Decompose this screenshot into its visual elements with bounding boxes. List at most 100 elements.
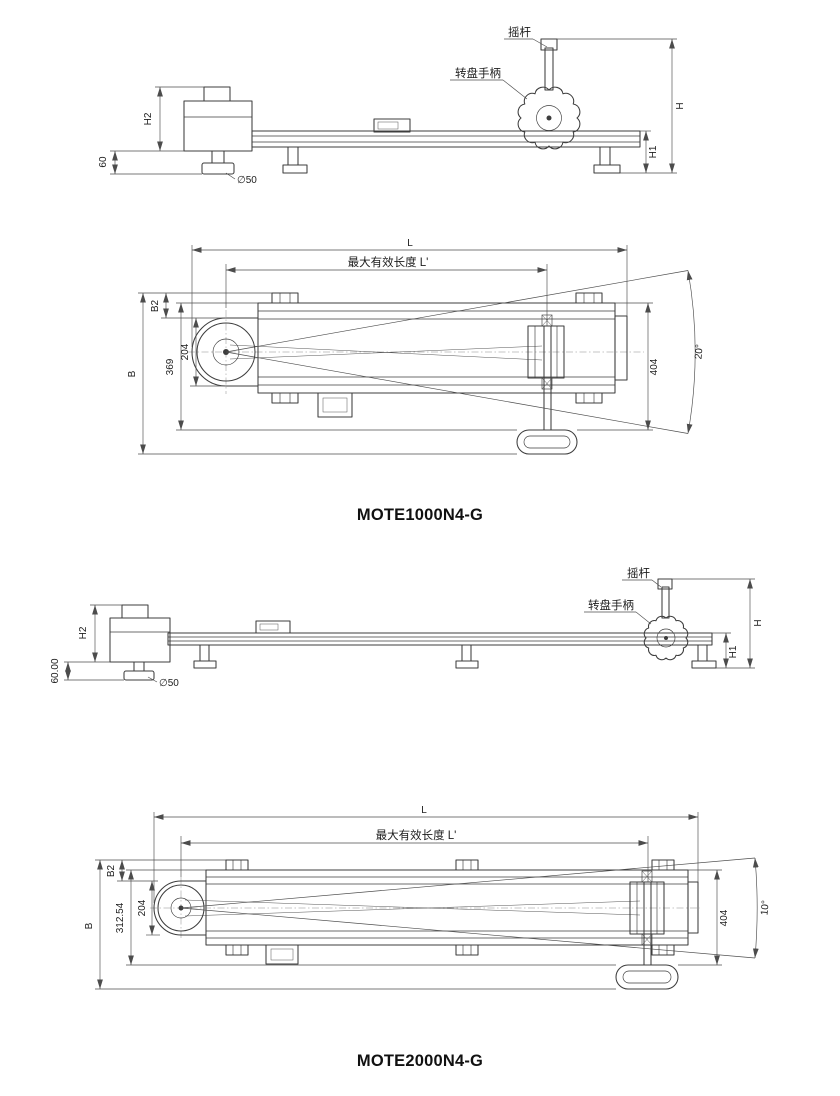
dim-label-312: 312.54 bbox=[115, 902, 126, 933]
dial-handle-label: 转盘手柄 bbox=[455, 66, 501, 80]
display-unit-side bbox=[373, 118, 411, 133]
dimension-h: H bbox=[557, 38, 686, 174]
dimension-369: 369 bbox=[165, 302, 517, 431]
dimension-l: L bbox=[153, 805, 699, 903]
dimension-l-prime: 最大有效长度 L' bbox=[180, 828, 649, 882]
dim-label-h1: H1 bbox=[648, 145, 659, 158]
dimension-h1: H1 bbox=[712, 632, 739, 668]
dim-label-204: 204 bbox=[137, 899, 148, 916]
dim-label-l: L bbox=[407, 238, 413, 249]
dimension-h2: H2 bbox=[64, 604, 122, 663]
belt-lines bbox=[184, 899, 641, 917]
dimension-h2: H2 bbox=[110, 86, 204, 152]
dimension-b2: B2 bbox=[150, 293, 226, 319]
mount-bracket-top-left bbox=[271, 292, 299, 304]
swing-arm bbox=[516, 325, 578, 455]
rocker-label: 摇杆 bbox=[508, 25, 531, 39]
display-unit-top bbox=[265, 944, 299, 965]
dim-label-b2: B2 bbox=[150, 299, 161, 312]
dim-label-60: 60 bbox=[98, 156, 109, 168]
dim-label-h: H bbox=[753, 619, 764, 626]
dimension-404: 404 bbox=[678, 869, 730, 966]
mount-bracket-top-right bbox=[651, 859, 675, 871]
dim-label-dia50: ∅50 bbox=[159, 678, 179, 689]
pulley-housing bbox=[153, 880, 206, 936]
display-unit-top bbox=[317, 392, 353, 418]
mount-bracket-top-middle bbox=[455, 859, 479, 871]
dim-label-h: H bbox=[675, 102, 686, 109]
dim-label-b2: B2 bbox=[106, 864, 117, 877]
dimension-foot-height: 60 bbox=[98, 151, 202, 175]
mote2000-top-view: 10° L 最大有效长度 L' B B2 bbox=[84, 805, 772, 990]
swing-arm bbox=[615, 881, 679, 990]
rail-body-top bbox=[257, 302, 628, 394]
support-foot-middle bbox=[455, 644, 479, 669]
callout-dial-handle: 转盘手柄 bbox=[450, 66, 528, 100]
dim-label-b: B bbox=[127, 370, 138, 377]
dim-label-204: 204 bbox=[180, 343, 191, 360]
mote1000-drawing: 摇杆 转盘手柄 H H1 H2 60 bbox=[98, 25, 706, 455]
dimension-b: B bbox=[127, 292, 517, 455]
handwheel bbox=[517, 86, 581, 150]
dim-label-l-prime: 最大有效长度 L' bbox=[376, 828, 457, 842]
dimension-404: 404 bbox=[577, 302, 660, 431]
dim-label-dia50: ∅50 bbox=[237, 175, 257, 186]
dimension-foot-diameter: ∅50 bbox=[225, 172, 257, 186]
dim-label-b: B bbox=[84, 922, 95, 929]
support-foot-right bbox=[593, 146, 621, 174]
rocker-shaft bbox=[540, 38, 558, 91]
dimension-h1: H1 bbox=[640, 130, 659, 173]
dimension-204: 204 bbox=[180, 318, 226, 387]
dim-label-h2: H2 bbox=[78, 626, 89, 639]
model-title-mote1000: MOTE1000N4-G bbox=[356, 506, 484, 524]
swing-angle-fan: 20° bbox=[225, 270, 706, 434]
mote1000-top-view: 20° L 最大有效长度 L' B B2 bbox=[127, 238, 706, 455]
support-foot-left bbox=[282, 146, 308, 174]
mote2000-side-view: 摇杆 转盘手柄 H H1 H2 60.00 bbox=[50, 566, 764, 689]
dimension-l-prime: 最大有效长度 L' bbox=[225, 255, 548, 326]
dim-label-angle: 20° bbox=[693, 344, 705, 360]
mount-bracket-bottom-right bbox=[575, 392, 603, 404]
carriage bbox=[527, 314, 565, 390]
belt-lines bbox=[229, 344, 543, 361]
dim-label-h2: H2 bbox=[143, 112, 154, 125]
dim-label-h1: H1 bbox=[728, 645, 739, 658]
rocker-shaft bbox=[657, 578, 673, 619]
dimension-b2: B2 bbox=[106, 860, 158, 882]
dimension-foot-diameter: ∅50 bbox=[147, 676, 179, 689]
dial-handle-label: 转盘手柄 bbox=[588, 598, 634, 612]
mount-bracket-bottom-left bbox=[271, 392, 299, 404]
display-unit-side bbox=[255, 620, 291, 634]
rail-side bbox=[251, 130, 641, 148]
dim-label-60: 60.00 bbox=[50, 658, 61, 683]
rail-body-top bbox=[205, 869, 699, 946]
mote1000-side-view: 摇杆 转盘手柄 H H1 H2 60 bbox=[98, 25, 686, 186]
dim-label-369: 369 bbox=[165, 358, 176, 375]
dim-label-l-prime: 最大有效长度 L' bbox=[348, 255, 429, 269]
mount-bracket-top-left bbox=[225, 859, 249, 871]
dimension-h: H bbox=[672, 578, 764, 669]
dim-label-l: L bbox=[421, 805, 427, 816]
mount-bracket-top-right bbox=[575, 292, 603, 304]
callout-dial-handle: 转盘手柄 bbox=[584, 598, 652, 625]
dim-label-404: 404 bbox=[719, 909, 730, 926]
dim-label-angle: 10° bbox=[759, 900, 771, 916]
support-foot-right bbox=[691, 644, 717, 669]
mote2000-drawing: 摇杆 转盘手柄 H H1 H2 60.00 bbox=[50, 566, 772, 990]
motor-block bbox=[109, 604, 171, 681]
mount-bracket-bottom-right bbox=[651, 944, 675, 956]
mount-bracket-bottom-middle bbox=[455, 944, 479, 956]
rocker-label: 摇杆 bbox=[627, 566, 650, 580]
handwheel bbox=[643, 615, 689, 661]
dimension-l: L bbox=[191, 238, 628, 347]
callout-rocker: 摇杆 bbox=[504, 25, 548, 48]
dimension-foot-height: 60.00 bbox=[50, 658, 124, 684]
dim-label-404: 404 bbox=[649, 358, 660, 375]
motor-block bbox=[183, 86, 253, 175]
model-title-mote2000: MOTE2000N4-G bbox=[356, 1052, 484, 1070]
swing-angle-fan: 10° bbox=[180, 857, 772, 959]
dimension-b: B bbox=[84, 859, 616, 990]
rail-side bbox=[167, 632, 713, 646]
callout-rocker: 摇杆 bbox=[622, 566, 662, 588]
